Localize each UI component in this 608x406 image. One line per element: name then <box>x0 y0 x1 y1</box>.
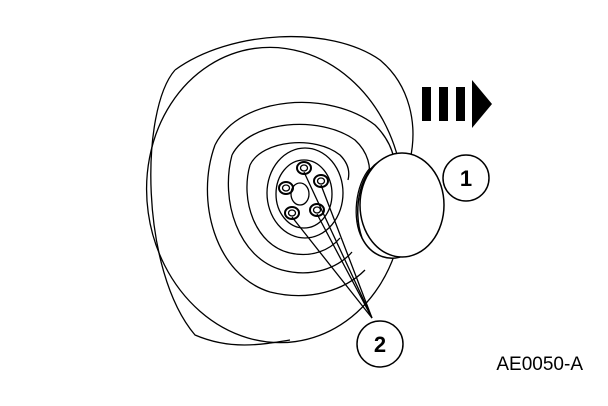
lug-nut <box>278 181 294 195</box>
figure-code: AE0050-A <box>496 354 583 375</box>
callout-1: 1 <box>442 154 490 202</box>
callout-2: 2 <box>356 320 404 368</box>
tire-back-edge <box>150 69 291 346</box>
rim-ring-inner-lower <box>246 164 341 256</box>
hub-outer <box>266 147 344 239</box>
callout-2-label: 2 <box>374 332 386 357</box>
rim-ring-inner <box>249 142 350 181</box>
removal-direction-arrow-icon <box>422 80 492 128</box>
lug-nut <box>309 203 325 217</box>
hub-inner <box>275 159 333 229</box>
tire-outer-tread <box>174 35 414 161</box>
hub-cap <box>355 152 445 259</box>
wheel-lug-nuts <box>278 161 329 220</box>
hub-center-bore <box>290 182 310 206</box>
lug-nut <box>296 161 312 175</box>
callout-2-leaders <box>291 171 373 319</box>
lug-nut <box>284 206 300 220</box>
rim-ring-middle <box>231 123 371 181</box>
rim-ring-outer-lower <box>206 144 366 297</box>
callout-1-label: 1 <box>460 166 472 191</box>
lug-nut <box>313 174 329 188</box>
rim-ring-middle-lower <box>227 154 353 274</box>
